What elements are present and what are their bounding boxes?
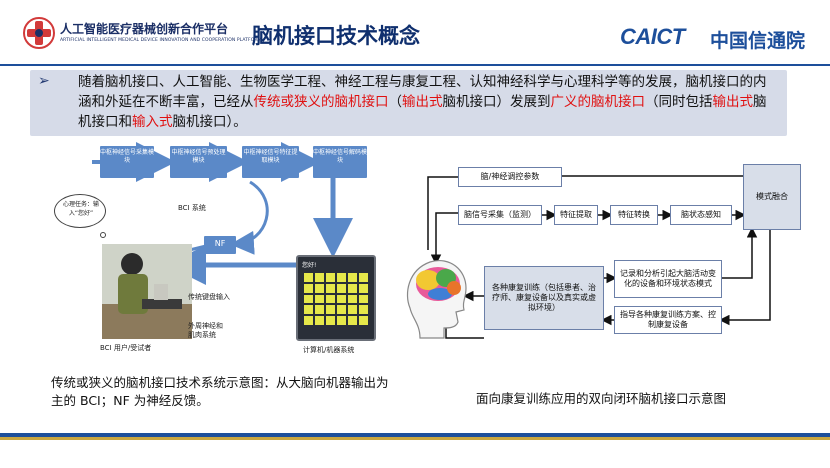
intro-box bbox=[30, 70, 787, 136]
signal-preprocessing-module: 中枢神经信号预处理模块 bbox=[170, 146, 227, 178]
thought-bubble bbox=[54, 194, 106, 228]
intro-text-4: （同时包括 bbox=[645, 94, 713, 110]
intro-text-3: 脑机接口）发展到 bbox=[442, 94, 551, 110]
right-diagram-caption: 面向康复训练应用的双向闭环脑机接口示意图 bbox=[476, 391, 727, 406]
signal-acquisition-box: 脑信号采集（监测） bbox=[458, 205, 542, 225]
intro-text-5: 脑机接口和 bbox=[78, 94, 767, 130]
intro-highlight-4: 输出式 bbox=[712, 94, 754, 110]
computer-label: 计算机/机器系统 bbox=[303, 346, 355, 354]
bullet-arrow-icon: ➢ bbox=[38, 73, 50, 89]
brand-cn: 中国信通院 bbox=[710, 30, 806, 52]
block-label: 中枢神经信号采集模块 bbox=[100, 149, 155, 164]
intro-text-1: 随着脑机接口、人工智能、生物医学工程、神经工程与康复工程、认知神经科学与心理科学… bbox=[78, 74, 767, 110]
header-divider bbox=[0, 64, 830, 66]
org-name-cn: 人工智能医疗器械创新合作平台 bbox=[60, 22, 229, 36]
neuro-params-box: 脑/神经调控参数 bbox=[458, 167, 562, 187]
computer-screen-photo: 您好! bbox=[296, 255, 376, 341]
thought-text: 心理任务：输入“您好” bbox=[62, 201, 99, 217]
signal-acquisition-module: 中枢神经信号采集模块 bbox=[100, 146, 154, 178]
head-brain-icon bbox=[406, 260, 467, 339]
footer-bar-gold bbox=[0, 437, 830, 440]
intro-text-2: （ bbox=[388, 94, 403, 110]
org-name-en: ARTIFICIAL INTELLIGENT MEDICAL DEVICE IN… bbox=[60, 38, 262, 43]
block-label: 中枢神经信号预处理模块 bbox=[171, 149, 226, 164]
platform-logo-icon bbox=[23, 17, 55, 49]
footer-bar-blue bbox=[0, 433, 830, 437]
feature-extraction-module: 中枢神经信号特征提取模块 bbox=[242, 146, 299, 178]
rehab-training-box: 各种康复训练（包括患者、治疗师、康复设备以及真实或虚拟环境） bbox=[484, 266, 604, 330]
screen-sign: 您好! bbox=[302, 262, 317, 269]
intro-text-6: 脑机接口）。 bbox=[172, 114, 247, 130]
intro-highlight-5: 输入式 bbox=[132, 114, 173, 130]
intro-paragraph: 随着脑机接口、人工智能、生物医学工程、神经工程与康复工程、认知神经科学与心理科学… bbox=[78, 72, 778, 132]
left-diagram-caption: 传统或狭义的脑机接口技术系统示意图：从大脑向机器输出为主的 BCI；NF 为神经… bbox=[51, 375, 389, 408]
intro-highlight-1: 传统或狭义的脑机接口 bbox=[253, 94, 389, 110]
screen-key-grid bbox=[304, 273, 368, 325]
keyboard-label: 传统键盘输入 bbox=[188, 293, 230, 301]
intro-highlight-3: 广义的脑机接口 bbox=[550, 94, 646, 110]
feature-conversion-box: 特征转换 bbox=[610, 205, 658, 225]
block-label: 中枢神经信号解码模块 bbox=[313, 149, 368, 164]
nf-block: NF bbox=[204, 236, 236, 254]
signal-decoding-module: 中枢神经信号解码模块 bbox=[313, 146, 367, 178]
slide-header: 人工智能医疗器械创新合作平台 ARTIFICIAL INTELLIGENT ME… bbox=[0, 0, 830, 66]
feature-extraction-box: 特征提取 bbox=[554, 205, 598, 225]
nf-label: NF bbox=[214, 239, 226, 248]
intro-highlight-2: 输出式 bbox=[402, 94, 443, 110]
bci-system-label: BCI 系统 bbox=[178, 204, 206, 212]
brain-state-box: 脑状态感知 bbox=[670, 205, 732, 225]
thought-dot bbox=[100, 232, 106, 238]
mode-fusion-box: 模式融合 bbox=[743, 164, 801, 230]
page-title: 脑机接口技术概念 bbox=[252, 24, 420, 48]
block-label: 中枢神经信号特征提取模块 bbox=[243, 149, 298, 164]
brand-en: CAICT bbox=[620, 24, 685, 49]
guide-training-box: 指导各种康复训练方案、控制康复设备 bbox=[614, 306, 722, 334]
peripheral-label: 外周神经和肌肉系统 bbox=[188, 322, 223, 339]
bci-user-photo bbox=[102, 244, 192, 339]
record-analysis-box: 记录和分析引起大脑活动变化的设备和环境状态模式 bbox=[614, 260, 722, 298]
user-label: BCI 用户/受试者 bbox=[100, 344, 152, 352]
